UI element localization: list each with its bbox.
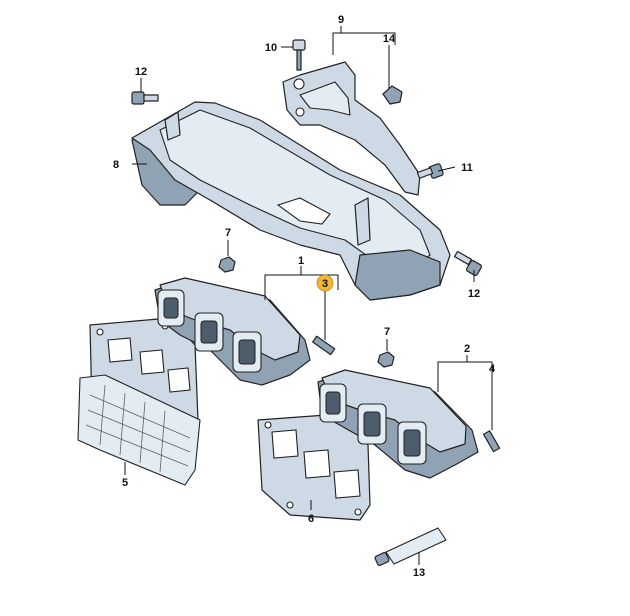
- nut-7-lower[interactable]: [377, 351, 395, 368]
- callout-8: 8: [113, 159, 119, 171]
- callout-4: 4: [489, 363, 496, 375]
- heat-shield[interactable]: [131, 101, 451, 301]
- callout-9: 9: [338, 14, 344, 26]
- callout-labels: 1 2 3 4 5 6 7 7 8 9 10 11 12 12 13 14: [113, 14, 496, 579]
- callout-14: 14: [383, 33, 396, 45]
- clip-nut[interactable]: [382, 85, 403, 105]
- callout-11: 11: [461, 162, 473, 174]
- exhaust-manifold-right[interactable]: [317, 369, 479, 479]
- bolt-12-right[interactable]: [453, 250, 483, 277]
- callout-1: 1: [298, 255, 304, 267]
- callout-10: 10: [265, 42, 277, 54]
- callout-6: 6: [308, 513, 314, 525]
- heat-plate-left[interactable]: [77, 374, 201, 486]
- stud-3[interactable]: [312, 335, 336, 356]
- callout-7-lower: 7: [384, 326, 390, 338]
- callout-5: 5: [122, 477, 128, 489]
- bolt-12-left[interactable]: [131, 91, 159, 105]
- leader-lines: [124, 26, 493, 565]
- gasket-right[interactable]: [257, 413, 371, 521]
- callout-13: 13: [413, 567, 425, 579]
- callout-3-highlight: [316, 274, 334, 292]
- callout-12-left: 12: [135, 66, 147, 78]
- bracket[interactable]: [282, 61, 421, 196]
- bolt-10[interactable]: [292, 39, 306, 71]
- callout-7-upper: 7: [225, 227, 231, 239]
- callout-2: 2: [464, 343, 470, 355]
- nut-7-upper[interactable]: [218, 256, 236, 273]
- stud-4[interactable]: [482, 430, 501, 453]
- callout-3: 3: [322, 278, 328, 290]
- bolt-11[interactable]: [416, 163, 444, 179]
- callout-12-right: 12: [468, 288, 480, 300]
- sealant-tube[interactable]: [374, 527, 447, 567]
